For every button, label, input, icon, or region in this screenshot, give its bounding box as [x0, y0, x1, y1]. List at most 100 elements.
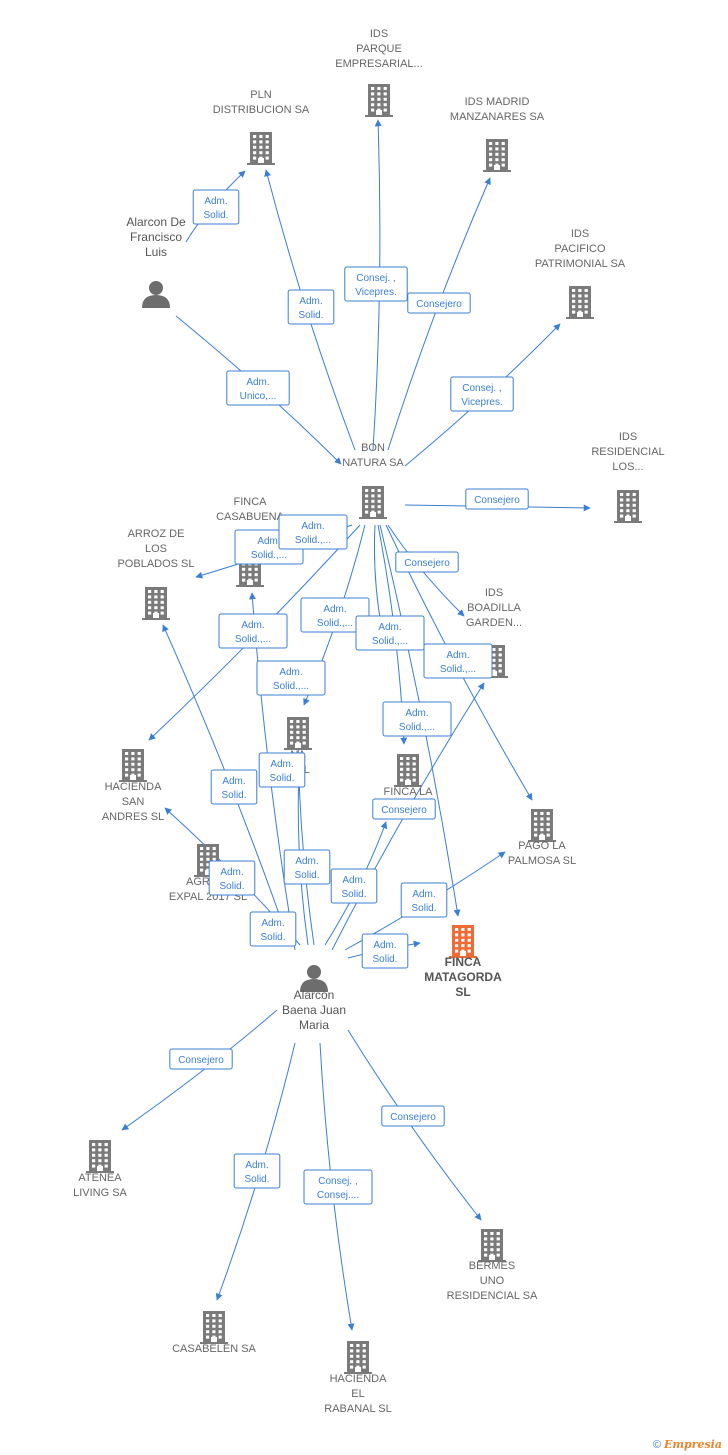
building-icon	[200, 1311, 228, 1344]
edge-label-text: Adm.	[270, 759, 293, 770]
node-label: BON	[361, 442, 385, 454]
node-label: PACIFICO	[554, 243, 606, 255]
edge-label-text: Solid.,...	[440, 664, 476, 675]
edge-label-e1[interactable]: Adm.Solid.	[192, 189, 240, 225]
edge-e21	[294, 722, 315, 946]
building-icon	[566, 286, 594, 319]
edge-label-e20[interactable]: Adm.Solid.	[208, 860, 256, 896]
edge-label-text: Solid.,...	[399, 722, 435, 733]
node-label: ARROZ DE	[128, 528, 185, 540]
edge-label-e15[interactable]: Adm.Solid.,...	[423, 643, 493, 679]
edge-label-text: Solid.,...	[295, 535, 331, 546]
edge-label-text: Solid.,...	[372, 636, 408, 647]
node-label: EMPRESARIAL...	[335, 58, 422, 70]
brand-logo: Empresia	[663, 1438, 722, 1451]
edge-label-text: Solid.,...	[273, 681, 309, 692]
edge-label-e22[interactable]: Adm.Solid.	[330, 868, 378, 904]
edge-label-e11[interactable]: Consejero	[395, 551, 459, 573]
node-ids_parque[interactable]: IDSPARQUEEMPRESARIAL...	[335, 28, 423, 117]
edge-label-box	[283, 849, 331, 885]
building-icon	[247, 132, 275, 165]
edge-label-e16[interactable]: Adm. Solid.,...	[382, 701, 452, 737]
edge-label-box	[400, 882, 448, 918]
edge-label-e27[interactable]: Consejero	[381, 1105, 445, 1127]
edge-label-box	[208, 860, 256, 896]
edge-label-box	[218, 613, 288, 649]
edge-label-text: Adm.	[204, 196, 227, 207]
edge-e26	[121, 1009, 278, 1131]
node-label: GARDEN...	[466, 617, 522, 629]
node-label: RESIDENCIAL SA	[447, 1290, 538, 1302]
edge-label-e17[interactable]: Adm.Solid.	[258, 752, 306, 788]
edge-label-box	[381, 1105, 445, 1127]
edge-label-text: Adm.	[246, 377, 269, 388]
node-label: HACIENDA	[105, 781, 163, 793]
edge-label-e3[interactable]: Adm.Solid.	[287, 289, 335, 325]
node-casabelen[interactable]: CASABELEN SA	[172, 1311, 257, 1355]
edge-label-e21[interactable]: Adm.Solid.	[249, 911, 297, 947]
edge-label-text: Consej. ,	[462, 383, 501, 394]
edge-label-box	[355, 615, 425, 651]
node-label: LOS...	[612, 461, 643, 473]
node-label: MANZANARES SA	[450, 111, 545, 123]
edge-label-e7[interactable]: Consejero	[465, 488, 529, 510]
edge-label-e9[interactable]: Adm. Solid.,...	[278, 514, 348, 550]
node-bon[interactable]: BON NATURA SA	[342, 442, 404, 519]
building-icon	[478, 1229, 506, 1262]
building-icon	[86, 1140, 114, 1173]
edge-label-e14[interactable]: Adm.Solid.,...	[256, 660, 326, 696]
building-icon	[119, 749, 147, 782]
node-label: IDS	[485, 587, 503, 599]
person-icon	[142, 281, 170, 308]
node-ids_residencial[interactable]: IDSRESIDENCIALLOS...	[591, 431, 665, 523]
edge-label-e10[interactable]: Adm.Solid.,...	[218, 613, 288, 649]
edge-label-text: Vicepres.	[461, 397, 503, 408]
node-label: PARQUE	[356, 43, 402, 55]
building-icon	[394, 754, 422, 787]
edge-label-text: Adm.	[405, 708, 428, 719]
building-icon	[344, 1341, 372, 1374]
node-label: EL	[351, 1388, 364, 1400]
node-label: NATURA SA	[342, 457, 404, 469]
building-icon	[483, 139, 511, 172]
edge-label-e23[interactable]: Consejero	[372, 798, 436, 820]
edge-label-e5[interactable]: Consejero	[407, 292, 471, 314]
node-label: IDS	[571, 228, 589, 240]
edge-label-text: Solid.,...	[251, 550, 287, 561]
edge-label-e18[interactable]: Adm. Solid.	[210, 769, 258, 805]
edge-label-e2[interactable]: Adm.Unico,...	[226, 370, 290, 406]
edge-label-e28[interactable]: Adm.Solid.	[233, 1153, 281, 1189]
edge-label-text: Adm.	[220, 867, 243, 878]
edge-label-e29[interactable]: Consej. ,Consej....	[303, 1169, 373, 1205]
footer-credit[interactable]: © Empresia	[653, 1438, 722, 1451]
edge-label-e26[interactable]: Consejero	[169, 1048, 233, 1070]
edge-label-e25[interactable]: Adm.Solid.	[361, 933, 409, 969]
edge-label-e19[interactable]: Adm.Solid.	[283, 849, 331, 885]
edge-label-text: Adm.	[373, 940, 396, 951]
edge-label-text: Solid.	[341, 889, 366, 900]
edge-label-e12[interactable]: Adm.Solid.,...	[300, 597, 370, 633]
edge-label-text: Adm.	[299, 296, 322, 307]
edge-label-e6[interactable]: Consej. , Vicepres.	[450, 376, 514, 412]
copyright-symbol: ©	[652, 1439, 661, 1451]
edge-label-text: Adm.	[222, 776, 245, 787]
edge-label-e24[interactable]: Adm.Solid.	[400, 882, 448, 918]
node-label: RABANAL SL	[324, 1403, 391, 1415]
edge-label-e4[interactable]: Consej. ,Vicepres.	[344, 266, 408, 302]
edge-label-e13[interactable]: Adm.Solid.,...	[355, 615, 425, 651]
edge-label-text: Solid.	[221, 790, 246, 801]
node-label: LIVING SA	[73, 1187, 127, 1199]
edge-label-text: Adm.	[301, 521, 324, 532]
